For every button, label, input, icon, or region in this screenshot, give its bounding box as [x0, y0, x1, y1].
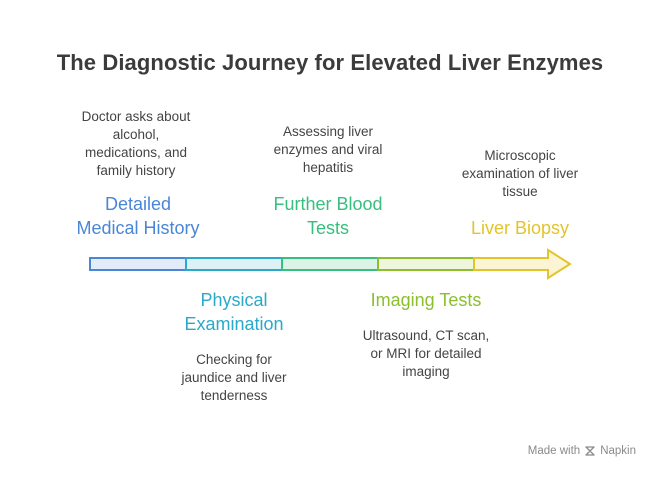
made-with-label: Made with: [527, 445, 581, 457]
stage-description-imaging-tests: Ultrasound, CT scan, or MRI for detailed…: [362, 328, 490, 379]
stage-title-blood-tests: Further Blood Tests: [273, 194, 383, 238]
stage-description-blood-tests: Assessing liver enzymes and viral hepati…: [273, 124, 383, 175]
timeline-segment-physical-examination: [185, 257, 283, 271]
timeline-arrowhead-liver-biopsy: [473, 248, 572, 280]
timeline-segment-imaging-tests: [377, 257, 475, 271]
stage-description-medical-history: Doctor asks about alcohol, medications, …: [81, 109, 191, 178]
stage-title-liver-biopsy: Liver Biopsy: [470, 218, 570, 238]
stage-title-medical-history: Detailed Medical History: [76, 194, 200, 238]
stage-title-imaging-tests: Imaging Tests: [370, 290, 482, 310]
napkin-brand-label: Napkin: [600, 445, 636, 457]
napkin-logo-icon: [585, 446, 595, 456]
page-title: The Diagnostic Journey for Elevated Live…: [56, 50, 604, 75]
stage-title-physical-examination: Physical Examination: [184, 290, 284, 334]
timeline-segment-blood-tests: [281, 257, 379, 271]
made-with-napkin-badge[interactable]: Made with Napkin: [528, 445, 636, 457]
stage-description-liver-biopsy: Microscopic examination of liver tissue: [461, 148, 579, 199]
stage-description-physical-examination: Checking for jaundice and liver tenderne…: [181, 352, 287, 403]
timeline-segment-medical-history: [89, 257, 187, 271]
